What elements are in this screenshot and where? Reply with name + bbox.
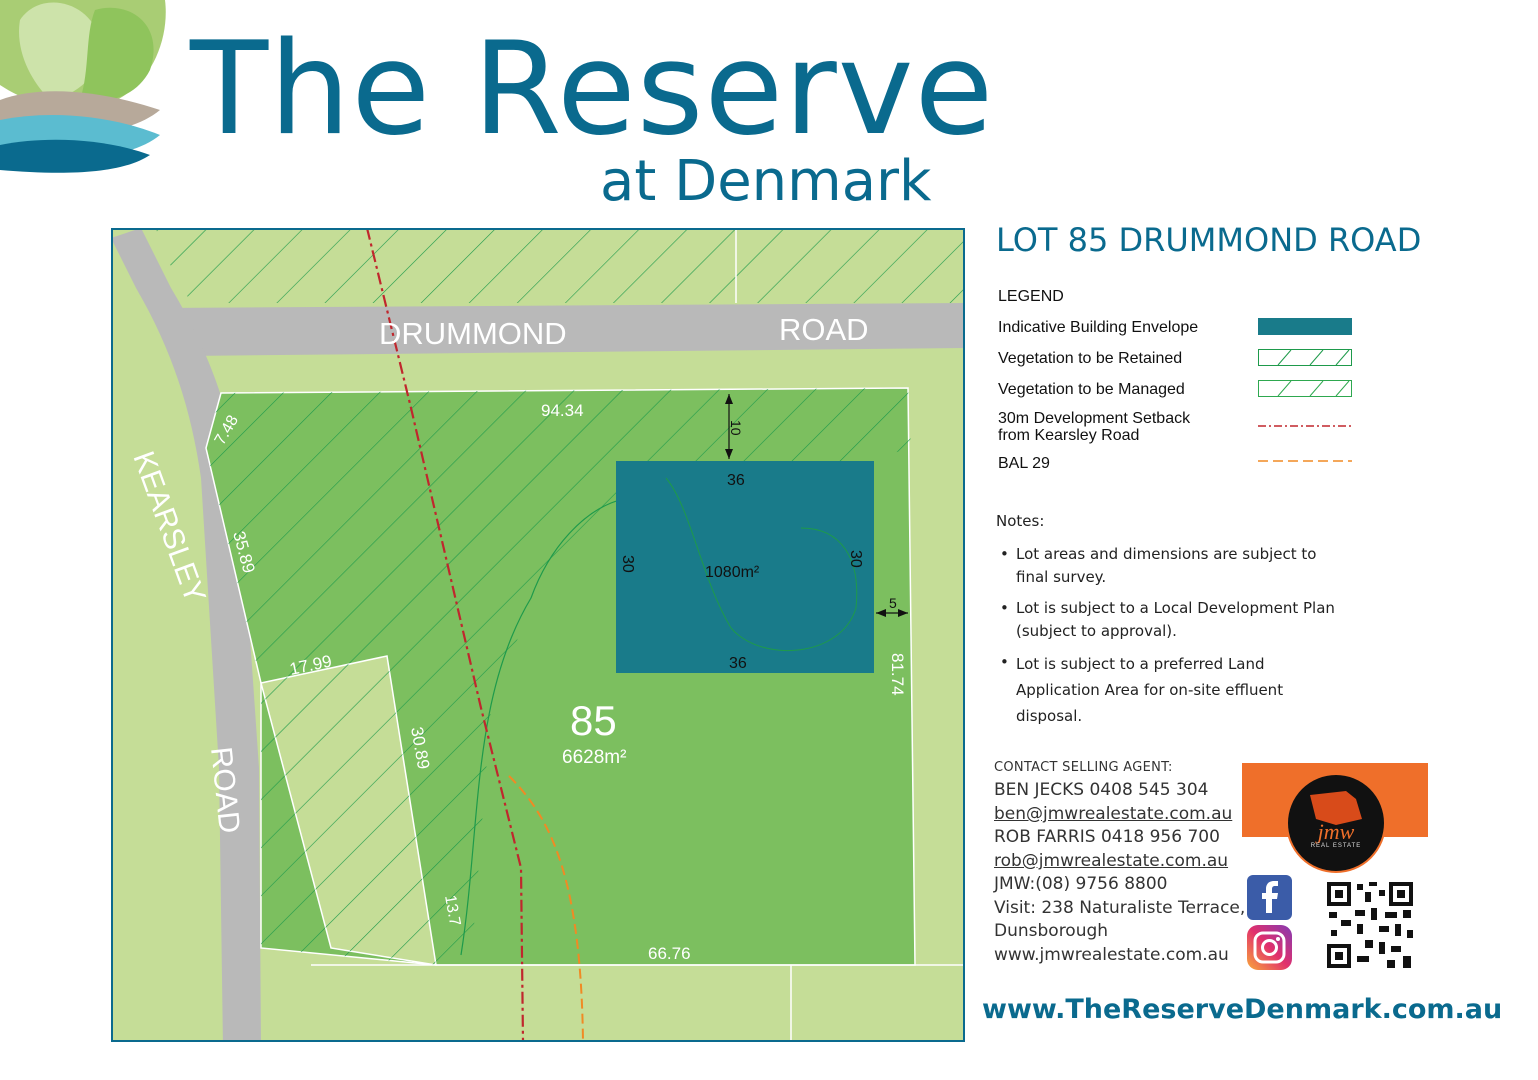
contact-email1-link[interactable]: ben@jmwrealestate.com.au (994, 804, 1233, 824)
agency-logo-word: jmw (1317, 819, 1355, 844)
instagram-icon[interactable] (1247, 925, 1292, 970)
legend-swatch-managed (1258, 380, 1352, 397)
notes-heading: Notes: (996, 512, 1045, 530)
legend-setback-line2: from Kearsley Road (998, 427, 1140, 444)
road-label-drummond: DRUMMOND (379, 316, 567, 351)
qr-code-icon[interactable] (1325, 880, 1415, 970)
brand-title: The Reserve (190, 15, 995, 164)
dim-env-left: 30 (619, 555, 636, 573)
note-bullet: • (1000, 599, 1009, 617)
dim-env-top: 36 (727, 472, 745, 489)
legend-label-managed: Vegetation to be Managed (998, 381, 1185, 398)
brand-logo-icon (0, 0, 166, 173)
legend-label-retained: Vegetation to be Retained (998, 350, 1183, 367)
legend-label-setback: 30m Development Setback from Kearsley Ro… (998, 410, 1190, 444)
contact-agent1: BEN JECKS 0408 545 304 (994, 780, 1209, 800)
envelope-area: 1080m² (705, 564, 760, 581)
dim-south: 66.76 (648, 944, 691, 963)
site-plan-map: DRUMMOND ROAD KEARSLEY ROAD 94.34 7.48 3… (111, 228, 965, 1042)
legend-swatch-envelope (1258, 318, 1352, 335)
drummond-road (161, 303, 965, 356)
brand-subtitle: at Denmark (600, 149, 932, 214)
dim-setback-east: 5 (889, 595, 897, 611)
note-item: • Lot is subject to a Local Development … (1000, 597, 1340, 643)
lot-area: 6628m² (562, 747, 626, 768)
agency-logo-circle: jmw REAL ESTATE (1286, 773, 1386, 873)
note-text: Lot areas and dimensions are subject to … (1016, 545, 1317, 586)
road-label-road: ROAD (779, 312, 869, 347)
setback-line (365, 228, 525, 1042)
legend-setback-line1: 30m Development Setback (998, 410, 1191, 427)
dim-north: 94.34 (541, 401, 584, 420)
contact-office-phone: JMW:(08) 9756 8800 (994, 874, 1168, 894)
facebook-icon[interactable] (1247, 875, 1292, 920)
dim-east: 81.74 (888, 653, 907, 696)
contact-address-line2: Dunsborough (994, 921, 1109, 941)
website-link[interactable]: www.TheReserveDenmark.com.au (982, 994, 1503, 1025)
legend-swatch-bal29 (1258, 460, 1352, 462)
legend-swatch-retained (1258, 349, 1352, 366)
note-text: Lot is subject to a Local Development Pl… (1016, 599, 1335, 640)
dim-env-right: 30 (847, 550, 864, 568)
contact-address-line1: Visit: 238 Naturaliste Terrace, (994, 898, 1246, 918)
lot-title: LOT 85 DRUMMOND ROAD (996, 221, 1422, 259)
bal29-line (508, 775, 584, 1042)
contact-web-link[interactable]: www.jmwrealestate.com.au (994, 945, 1229, 965)
agency-logo: jmw REAL ESTATE (1242, 763, 1428, 873)
legend-heading: LEGEND (998, 288, 1064, 305)
note-text: Lot is subject to a preferred Land Appli… (1016, 655, 1284, 725)
note-item: • Lot areas and dimensions are subject t… (1000, 543, 1340, 589)
legend-swatch-setback (1258, 425, 1352, 427)
contact-heading: CONTACT SELLING AGENT: (994, 760, 1173, 775)
building-envelope (616, 461, 874, 673)
note-bullet: • (1000, 545, 1009, 563)
contact-email2-link[interactable]: rob@jmwrealestate.com.au (994, 851, 1229, 871)
dim-env-bottom: 36 (729, 655, 747, 672)
contact-agent2: ROB FARRIS 0418 956 700 (994, 827, 1220, 847)
note-item: • Lot is subject to a preferred Land App… (1000, 651, 1340, 729)
lot-number: 85 (570, 697, 617, 744)
legend-label-envelope: Indicative Building Envelope (998, 319, 1199, 336)
dim-setback-north: 10 (728, 420, 744, 436)
dim-sw: 13.7 (441, 894, 463, 928)
legend-label-bal29: BAL 29 (998, 455, 1050, 472)
note-bullet: • (1000, 653, 1009, 671)
agency-logo-tag: REAL ESTATE (1310, 843, 1362, 849)
map-shape-icon (1310, 791, 1362, 825)
north-verge-vegetation (156, 228, 965, 303)
